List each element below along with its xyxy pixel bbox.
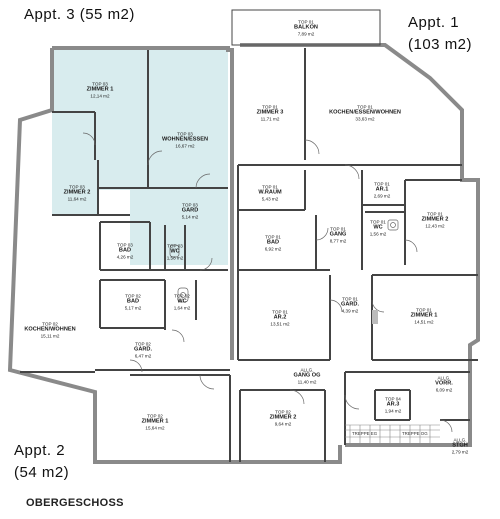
room-a1-gard: TOP 01 GARD. 4,39 m2	[340, 296, 360, 314]
room-a1-kochen-essen-wohnen: TOP 01 KOCHEN/ESSEN/WOHNEN 33,63 m2	[329, 104, 401, 122]
floor-caption: OBERGESCHOSS	[26, 497, 124, 509]
room-a2-bad: TOP 02 BAD 5,17 m2	[124, 293, 142, 311]
room-a2-zimmer2: TOP 02 ZIMMER 2 9,64 m2	[269, 409, 297, 427]
room-a3-zimmer2: TOP 03 ZIMMER 2 11,64 m2	[63, 184, 91, 202]
room-a1-wc: TOP 01 WC 1,56 m2	[369, 219, 387, 237]
room-ar3: TOP 04 AR.3 1,94 m2	[384, 396, 402, 414]
appt3-area: (55 m2)	[79, 6, 135, 23]
outer-walls	[7, 43, 480, 464]
appt1-area: (103 m2)	[408, 36, 473, 53]
room-a1-zimmer3: TOP 01 ZIMMER 3 11,71 m2	[256, 104, 284, 122]
room-allg-stgh: ALLG. STGH 2,79 m2	[451, 437, 469, 455]
room-a1-ar1: TOP 01 AR.1 2,69 m2	[373, 181, 391, 199]
room-a3-zimmer1: TOP 03 ZIMMER 1 12,14 m2	[86, 81, 114, 99]
room-a2-gard: TOP 02 GARD. 6,47 m2	[133, 341, 153, 359]
appt3-fill	[52, 48, 228, 265]
room-a3-wc: TOP 03 WC 1,58 m2	[166, 243, 184, 261]
room-a1-wraum: TOP 01 W.RAUM 5,43 m2	[258, 184, 282, 202]
room-a1-gang: TOP 01 GANG 8,77 m2	[329, 226, 347, 244]
interior-walls	[20, 48, 478, 462]
stair-label-og: TREPPE OG	[402, 431, 428, 436]
room-a3-gard: TOP 03 GARD 5,14 m2	[181, 202, 199, 220]
room-a1-zimmer1: TOP 01 ZIMMER 1 14,51 m2	[410, 307, 438, 325]
door-swings	[82, 132, 453, 433]
room-a3-bad: TOP 03 BAD 4,26 m2	[116, 242, 134, 260]
stair-label-eg: TREPPE EG	[352, 431, 378, 436]
room-a1-ar2: TOP 01 AR.2 13,51 m2	[270, 309, 290, 327]
room-a1-bad: TOP 01 BAD 6,92 m2	[264, 234, 282, 252]
room-a2-zimmer1: TOP 02 ZIMMER 1 15,64 m2	[141, 413, 169, 431]
room-allg-vorr: ALLG. VORR. 6,09 m2	[435, 375, 453, 393]
room-a3-wohnen-essen: TOP 03 WOHNEN/ESSEN 16,67 m2	[162, 131, 208, 149]
room-a2-kochen-wohnen: TOP 02 KOCHEN/WOHNEN 15,11 m2	[24, 321, 76, 339]
appt1-name: Appt. 1	[408, 14, 460, 31]
room-a2-wc: TOP 02 WC 1,64 m2	[173, 293, 191, 311]
stairs	[345, 424, 440, 445]
room-a1-zimmer2: TOP 01 ZIMMER 2 12,43 m2	[421, 211, 449, 229]
appt1-header: Appt. 1 (103 m2)	[408, 12, 472, 56]
room-allg-gang-og: ALLG. GANG OG 11,40 m2	[293, 367, 321, 385]
balcony-outline	[231, 9, 381, 46]
appt2-header: Appt. 2 (54 m2)	[14, 440, 69, 484]
room-balkon: TOP 01 BALKON 7,89 m2	[294, 19, 318, 37]
appt3-name: Appt. 3	[24, 6, 76, 23]
appt2-area: (54 m2)	[14, 464, 70, 481]
bathroom-fixtures	[169, 219, 399, 324]
appt3-header: Appt. 3 (55 m2)	[24, 6, 135, 23]
appt2-name: Appt. 2	[14, 442, 66, 459]
